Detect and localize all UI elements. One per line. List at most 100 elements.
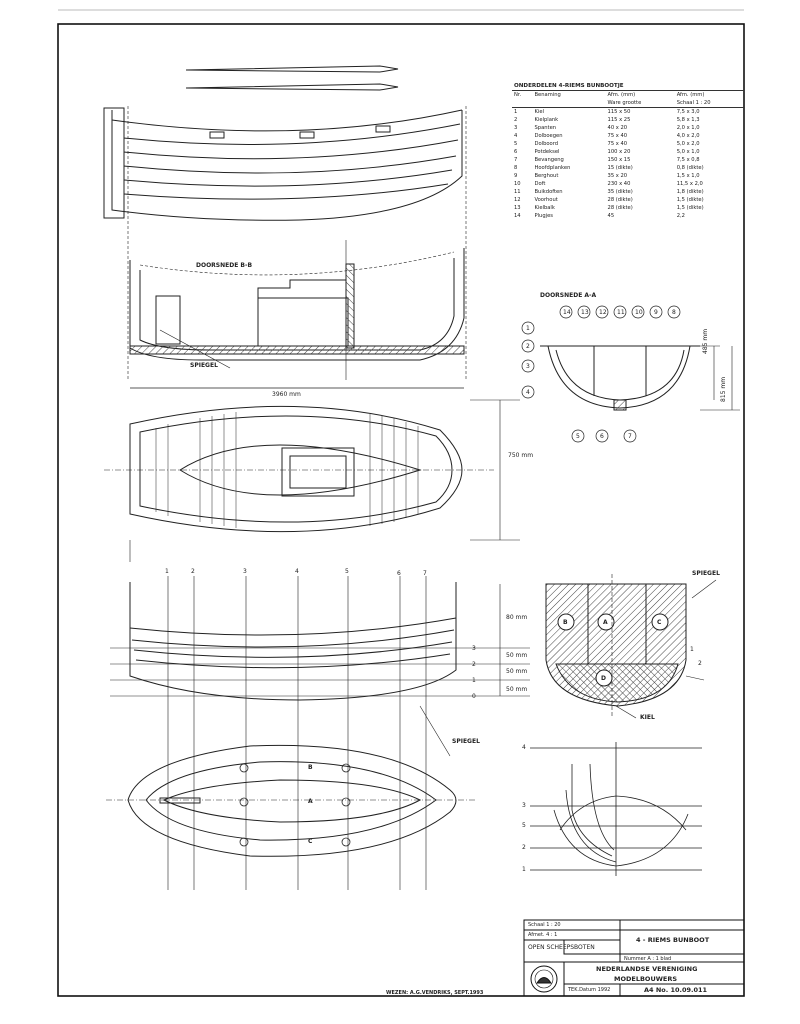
body-lines-drawing [530,742,702,876]
waterline-plan-drawing [106,744,476,857]
oars-drawing [185,65,399,91]
parts-cell: 45 [607,213,615,219]
balloon-number: 11 [617,309,625,316]
drawing-date: TEK.Datum 1992 [568,987,611,993]
parts-cell: Hoofdplanken [534,165,571,171]
parts-header: Afm. (mm) [676,92,705,98]
parts-cell: Kiel [534,109,544,115]
parts-cell: Plugjes [534,213,553,219]
balloon-number: 4 [526,389,530,396]
balloon-number: 5 [576,433,580,440]
parts-cell: 5,8 x 1,3 [676,117,700,123]
length-dimension: 3960 mm [272,391,301,398]
balloon-number: 9 [654,309,658,316]
spiegel-ref-label: SPIEGEL [190,362,218,369]
parts-subheader: Schaal 1 : 20 [674,99,744,108]
parts-cell: 75 x 40 [607,141,628,147]
sheet-number-text: Nummer A : 1 blad [624,956,672,962]
station-number: 1 [165,568,169,575]
parts-cell: Kielplank [534,117,559,123]
balloon-number: 13 [581,309,589,316]
balloon-number: 12 [599,309,607,316]
parts-header: Benaming [534,92,561,98]
parts-cell: 8 [514,165,518,171]
section-letter: C [657,619,662,626]
waterline-spacing: 80 mm [506,614,528,621]
parts-cell: 5 [514,141,518,147]
section-letter: B [563,619,568,626]
parts-cell: 3 [514,125,518,131]
waterline-number: 1 [472,677,476,684]
station-number: 5 [345,568,349,575]
parts-cell: 28 (dikte) [607,205,633,211]
parts-cell: 14 [514,213,521,219]
sheet-border [57,23,745,997]
parts-cell: Bevangeng [534,157,564,163]
parts-cell: Doft [534,181,546,187]
waterline-number: 3 [472,645,476,652]
waterline-spacing: 50 mm [506,686,528,693]
parts-cell: 1,5 (dikte) [676,197,704,203]
organization-line-2: MODELBOUWERS [614,975,678,983]
parts-table-title: ONDERDELEN 4-RIEMS BUNBOOTJE [512,82,744,91]
parts-cell: 230 x 40 [607,181,631,187]
parts-cell: 100 x 20 [607,149,631,155]
body-line-number: 3 [522,802,526,809]
transverse-section-drawing [521,305,740,443]
parts-cell: 13 [514,205,521,211]
station-number: 6 [397,570,401,577]
body-line-number: 4 [522,744,526,751]
waterline-number: 0 [472,693,476,700]
parts-cell: Berghout [534,173,559,179]
balloon-number: 2 [526,343,530,350]
balloon-number: 7 [628,433,632,440]
spiegel-label-2: SPIEGEL [452,738,480,745]
parts-cell: Dolboord [534,141,559,147]
parts-cell: 5,0 x 1,0 [676,149,700,155]
parts-cell: 1,8 (dikte) [676,189,704,195]
parts-subheader [512,99,533,108]
size-text: Afmet. 4 : 1 [528,932,558,938]
parts-cell: 6 [514,149,518,155]
section-letter: A [603,619,608,626]
parts-cell: 28 (dikte) [607,197,633,203]
balloon-number: 10 [635,309,643,316]
body-line-number: 1 [522,866,526,873]
parts-cell: 115 x 25 [607,117,631,123]
parts-cell: 2 [514,117,518,123]
waterline-number: 2 [472,661,476,668]
parts-cell: 40 x 20 [607,125,628,131]
drawing-author: WEZEN: A.G.VENDRIKS, SEPT.1993 [386,990,484,996]
parts-cell: Dolboegen [534,133,563,139]
parts-cell: 35 x 20 [607,173,628,179]
parts-cell: 1 [514,109,518,115]
parts-cell: Spanten [534,125,557,131]
parts-cell: 35 (dikte) [607,189,633,195]
parts-cell: Potdeksel [534,149,560,155]
depth-dimension-2: 815 mm [720,376,727,402]
parts-row: 2 Kielplank 115 x 25 5,8 x 1,3 [512,116,744,124]
parts-cell: 150 x 15 [607,157,631,163]
category-text: OPEN SCHEEPSBOTEN [528,944,595,951]
balloon-number: 1 [526,325,530,332]
waterline-spacing: 50 mm [506,668,528,675]
parts-cell: 4 [514,133,518,139]
balloon-number: 14 [563,309,571,316]
parts-subheader: Ware grootte [605,99,675,108]
station-number: 7 [423,570,427,577]
parts-cell: 2,2 [676,213,685,219]
section-bb-label: DOORSNEDE B-B [196,262,253,269]
balloon-number: 6 [600,433,604,440]
title-block [523,919,745,997]
parts-row: 6 Potdeksel 100 x 20 5,0 x 1,0 [512,148,744,156]
parts-header: Afm. (mm) [607,92,636,98]
